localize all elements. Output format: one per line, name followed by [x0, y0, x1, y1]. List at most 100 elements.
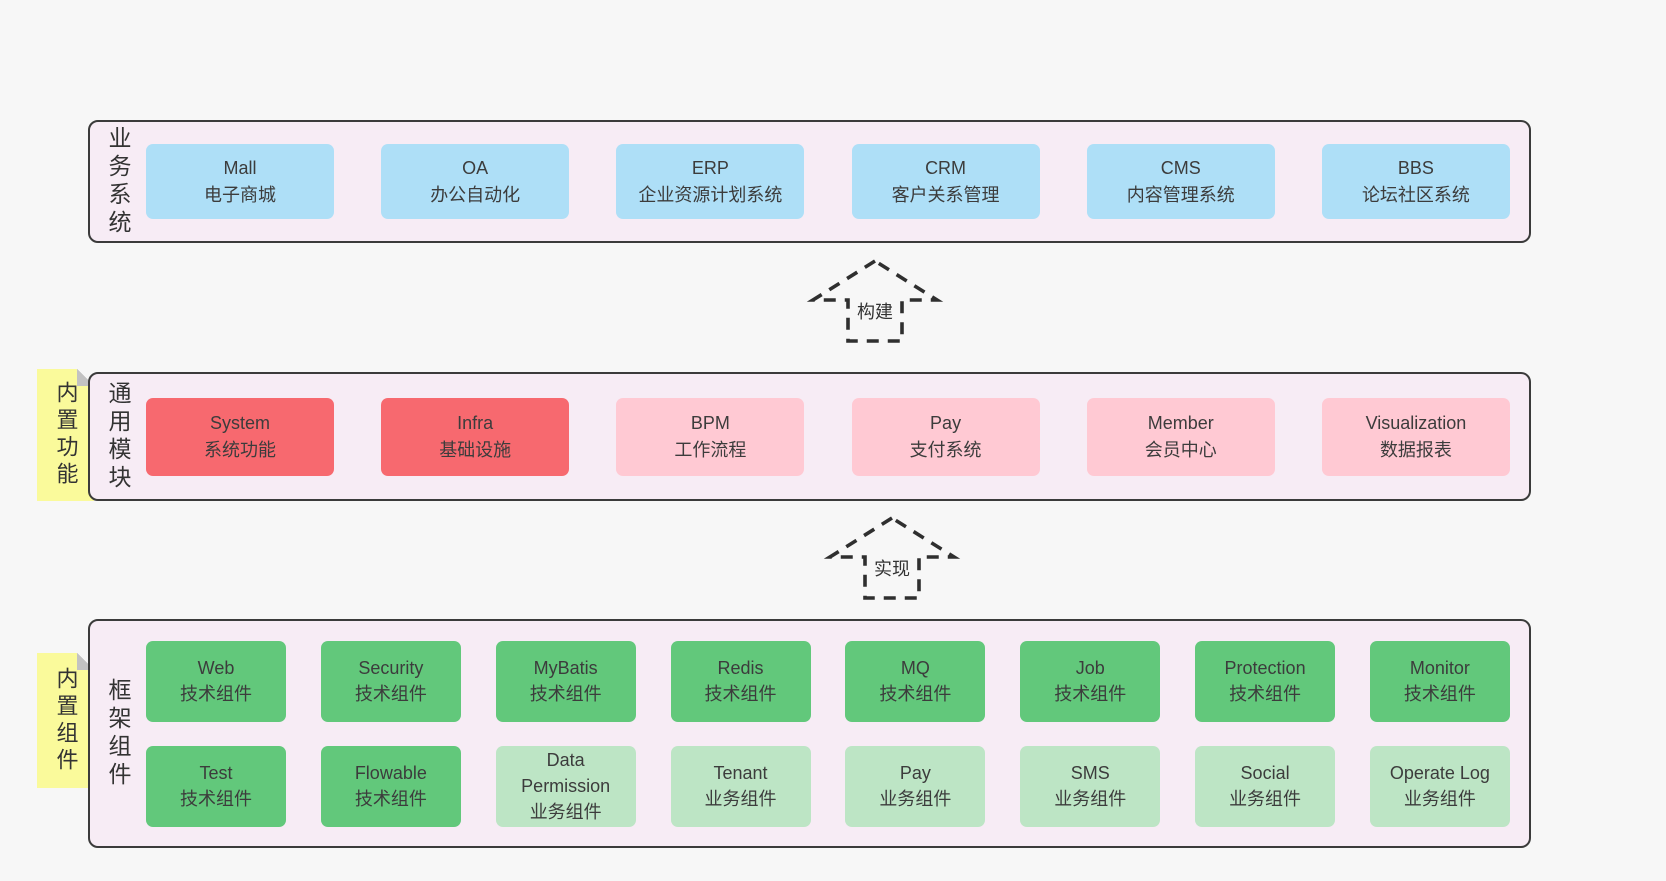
component-subtitle: 客户关系管理: [891, 184, 1000, 205]
component-name: MyBatis: [533, 657, 598, 678]
sticky-note-modules: 内置功能: [37, 369, 94, 501]
arrow-label: 实现: [871, 555, 913, 581]
component-subtitle: 企业资源计划系统: [638, 184, 783, 205]
component-name: Tenant: [713, 762, 768, 783]
component-name: Protection: [1224, 657, 1306, 678]
component-subtitle: 电子商城: [204, 184, 276, 205]
layer-business: 业务系统 Mall 电子商城 OA 办公自动化 ERP 企业资源计划系统 CRM…: [88, 120, 1531, 243]
box-member: Member 会员中心: [1086, 397, 1275, 476]
component-subtitle: 技术组件: [704, 684, 777, 704]
component-subtitle: 论坛社区系统: [1361, 184, 1470, 205]
box-protection: Protection 技术组件: [1195, 640, 1336, 722]
component-name: Data Permission: [521, 749, 611, 796]
box-mybatis: MyBatis 技术组件: [495, 640, 636, 722]
component-subtitle: 基础设施: [439, 439, 512, 460]
box-redis: Redis 技术组件: [670, 640, 811, 722]
box-bpm: BPM 工作流程: [616, 397, 805, 476]
box-data-permission: Data Permission 业务组件: [495, 745, 636, 827]
layer-label: 通用模块: [105, 380, 131, 493]
component-name: Pay: [930, 413, 962, 434]
component-subtitle: 业务组件: [529, 802, 602, 823]
component-subtitle: 数据报表: [1379, 439, 1452, 460]
box-crm: CRM 客户关系管理: [851, 144, 1040, 219]
component-name: Operate Log: [1389, 762, 1490, 783]
box-pay: Pay 支付系统: [851, 397, 1040, 476]
layer-label: 框架组件: [105, 677, 131, 790]
component-name: CMS: [1160, 158, 1201, 179]
box-visualization: Visualization 数据报表: [1321, 397, 1510, 476]
component-subtitle: 技术组件: [180, 684, 252, 704]
component-subtitle: 技术组件: [1229, 684, 1302, 704]
component-name: BPM: [690, 413, 730, 434]
component-subtitle: 系统功能: [204, 439, 276, 460]
component-subtitle: 业务组件: [1054, 789, 1127, 809]
dashed-up-arrow-icon: [823, 515, 961, 600]
component-subtitle: 技术组件: [1054, 684, 1127, 704]
component-subtitle: 技术组件: [879, 684, 952, 704]
component-subtitle: 工作流程: [674, 439, 747, 460]
component-name: Web: [197, 657, 235, 678]
component-subtitle: 技术组件: [1403, 684, 1476, 704]
component-subtitle: 办公自动化: [430, 184, 521, 205]
box-row: Test 技术组件 Flowable 技术组件 Data Permission …: [146, 745, 1510, 827]
box-pay: Pay 业务组件: [845, 745, 986, 827]
box-tenant: Tenant 业务组件: [670, 745, 811, 827]
component-name: System: [209, 413, 270, 434]
component-subtitle: 业务组件: [879, 789, 952, 809]
component-subtitle: 业务组件: [1229, 789, 1302, 809]
box-row: Mall 电子商城 OA 办公自动化 ERP 企业资源计划系统 CRM 客户关系…: [146, 144, 1510, 219]
box-row: System 系统功能 Infra 基础设施 BPM 工作流程 Pay 支付系统…: [146, 397, 1510, 476]
box-social: Social 业务组件: [1195, 745, 1336, 827]
box-mq: MQ 技术组件: [845, 640, 986, 722]
component-name: Job: [1075, 657, 1105, 678]
dashed-up-arrow-icon: [806, 258, 944, 343]
layer-body: System 系统功能 Infra 基础设施 BPM 工作流程 Pay 支付系统…: [146, 374, 1529, 499]
component-name: Pay: [899, 762, 931, 783]
layer-label: 业务系统: [105, 125, 131, 238]
box-web: Web 技术组件: [146, 640, 286, 722]
arrow-implement: 实现: [823, 515, 961, 601]
component-name: Visualization: [1365, 413, 1467, 434]
box-monitor: Monitor 技术组件: [1369, 640, 1510, 722]
component-name: CRM: [925, 158, 967, 179]
layer-components: 框架组件 Web 技术组件 Security 技术组件 MyBatis 技术组件…: [88, 619, 1531, 848]
component-name: BBS: [1397, 158, 1434, 179]
arrow-build: 构建: [806, 258, 944, 344]
box-row: Web 技术组件 Security 技术组件 MyBatis 技术组件 Redi…: [146, 640, 1510, 722]
arrow-label: 构建: [854, 298, 896, 324]
component-name: Redis: [717, 657, 764, 678]
component-name: Social: [1240, 762, 1290, 783]
component-name: Test: [199, 762, 233, 783]
box-test: Test 技术组件: [146, 745, 286, 827]
box-bbs: BBS 论坛社区系统: [1321, 144, 1510, 219]
component-subtitle: 业务组件: [704, 789, 777, 809]
layer-body: Web 技术组件 Security 技术组件 MyBatis 技术组件 Redi…: [146, 621, 1529, 846]
box-operate-log: Operate Log 业务组件: [1369, 745, 1510, 827]
component-name: MQ: [900, 657, 930, 678]
component-subtitle: 技术组件: [354, 684, 427, 704]
box-flowable: Flowable 技术组件: [320, 745, 461, 827]
box-security: Security 技术组件: [320, 640, 461, 722]
component-name: ERP: [691, 158, 729, 179]
component-name: SMS: [1070, 762, 1110, 783]
component-subtitle: 技术组件: [180, 789, 252, 809]
component-subtitle: 业务组件: [1403, 789, 1476, 809]
component-name: Mall: [223, 158, 257, 179]
component-name: Flowable: [354, 762, 427, 783]
box-infra: Infra 基础设施: [381, 397, 570, 476]
sticky-note-label: 内置功能: [53, 381, 79, 489]
component-subtitle: 技术组件: [354, 789, 427, 809]
box-sms: SMS 业务组件: [1020, 745, 1161, 827]
component-name: Member: [1147, 413, 1214, 434]
box-erp: ERP 企业资源计划系统: [616, 144, 805, 219]
layer-body: Mall 电子商城 OA 办公自动化 ERP 企业资源计划系统 CRM 客户关系…: [146, 122, 1529, 241]
box-system: System 系统功能: [146, 397, 334, 476]
component-subtitle: 内容管理系统: [1126, 184, 1235, 205]
sticky-note-label: 内置组件: [53, 666, 79, 775]
box-cms: CMS 内容管理系统: [1086, 144, 1275, 219]
box-job: Job 技术组件: [1020, 640, 1161, 722]
sticky-note-components: 内置组件: [37, 653, 94, 788]
component-subtitle: 支付系统: [909, 439, 982, 460]
box-mall: Mall 电子商城: [146, 144, 334, 219]
